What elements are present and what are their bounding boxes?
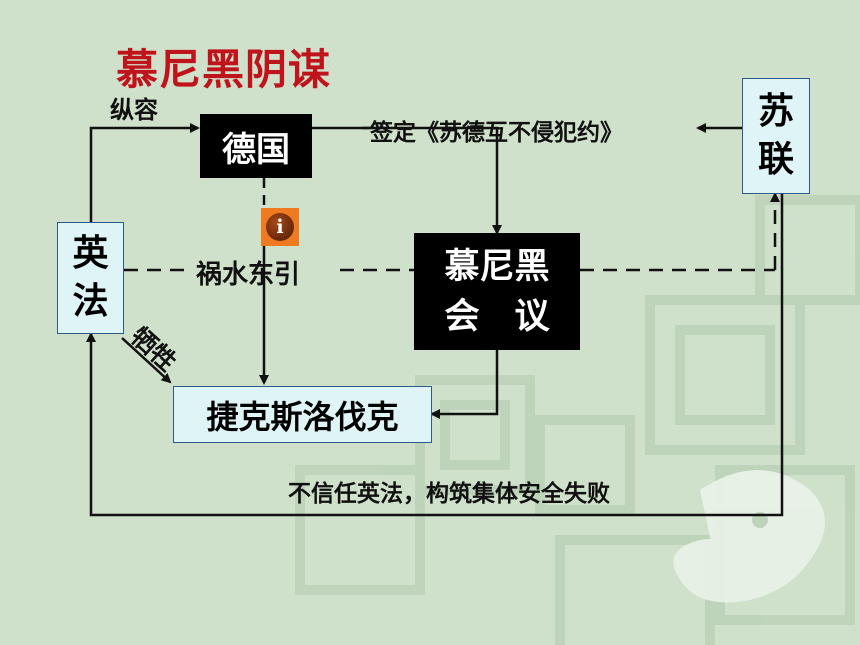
- node-munich-line-2: 会 议: [444, 296, 550, 337]
- node-germany: 德国: [200, 114, 312, 178]
- arrow-munich-czech: [430, 350, 499, 419]
- node-germany-label: 德国: [222, 129, 290, 170]
- label-distrust: 不信任英法，构筑集体安全失败: [288, 481, 610, 507]
- node-czech-label: 捷克斯洛伐克: [206, 397, 399, 436]
- arrow-distrust: [86, 192, 784, 517]
- node-uk-france-line-2: 法: [72, 281, 109, 322]
- page-title: 慕尼黑阴谋: [116, 45, 332, 94]
- arrow-sacrifice: [121, 337, 172, 384]
- label-pact: 签定《苏德互不侵犯约》: [370, 120, 623, 146]
- arrow-germany-munich: [312, 126, 502, 235]
- node-uk-france: 英 法: [57, 222, 124, 334]
- node-munich-conference: 慕尼黑 会 议: [414, 233, 580, 350]
- node-ussr-line-1: 苏: [757, 91, 794, 132]
- node-ussr-line-2: 联: [757, 139, 794, 180]
- arrow-connive: [89, 123, 200, 222]
- info-icon[interactable]: i: [261, 208, 299, 246]
- node-ussr: 苏 联: [742, 78, 810, 194]
- label-divert: 祸水东引: [196, 260, 301, 290]
- node-uk-france-line-1: 英: [72, 233, 109, 274]
- label-connive: 纵容: [110, 96, 158, 124]
- node-munich-line-1: 慕尼黑: [444, 246, 550, 287]
- info-icon-glyph: i: [266, 213, 294, 241]
- node-czechoslovakia: 捷克斯洛伐克: [173, 386, 432, 443]
